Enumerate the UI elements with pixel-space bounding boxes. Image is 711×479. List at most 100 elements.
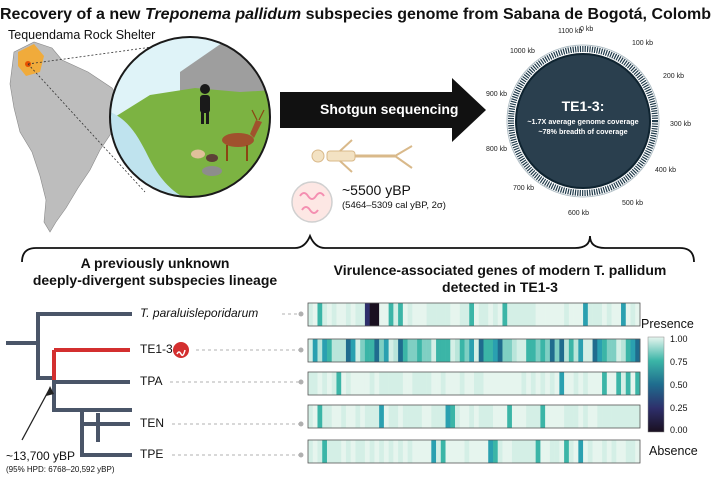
heat-cell	[426, 339, 432, 362]
heat-row-frame	[307, 371, 641, 396]
heat-cell	[545, 339, 551, 362]
heat-cell	[421, 440, 427, 463]
heat-cell	[530, 372, 536, 395]
kb-label: 400 kb	[655, 167, 677, 174]
heat-cell	[322, 440, 328, 463]
heat-cell	[578, 303, 584, 326]
heat-cell	[398, 339, 404, 362]
heat-cell	[621, 405, 627, 428]
node-age: ~13,700 yBP	[6, 449, 76, 463]
heat-cell	[336, 372, 342, 395]
heat-cell	[469, 339, 475, 362]
heat-cell	[388, 405, 394, 428]
scale-tick: 1.00	[670, 334, 688, 344]
heat-cell	[369, 303, 375, 326]
heat-cell	[407, 303, 413, 326]
heat-cell	[488, 440, 494, 463]
heat-cell	[559, 339, 565, 362]
heat-cell	[488, 303, 494, 326]
heat-cell	[388, 339, 394, 362]
heat-cell	[559, 303, 565, 326]
heat-cell	[312, 440, 318, 463]
heat-cell	[521, 372, 527, 395]
heat-cell	[587, 440, 593, 463]
heat-cell	[635, 440, 641, 463]
heat-cell	[583, 303, 589, 326]
heat-row-frame	[307, 439, 641, 464]
heat-cell	[431, 303, 437, 326]
heat-cell	[526, 405, 532, 428]
heat-cell	[511, 372, 517, 395]
heat-cell	[587, 339, 593, 362]
heat-cell	[440, 339, 446, 362]
heat-cell	[540, 339, 546, 362]
heat-cell	[521, 405, 527, 428]
heat-cell	[635, 339, 641, 362]
heat-cell	[530, 405, 536, 428]
heat-cell	[402, 372, 408, 395]
heat-cell	[573, 303, 579, 326]
heat-cell	[602, 372, 608, 395]
heat-cell	[364, 339, 370, 362]
heat-cell	[545, 405, 551, 428]
heat-cell	[369, 440, 375, 463]
heat-cell	[440, 372, 446, 395]
heat-cell	[559, 372, 565, 395]
heat-cell	[616, 372, 622, 395]
heat-cell	[431, 405, 437, 428]
heat-cell	[383, 405, 389, 428]
heat-cell	[592, 440, 598, 463]
heat-cell	[502, 339, 508, 362]
heat-cell	[635, 303, 641, 326]
heat-cell	[336, 339, 342, 362]
heat-cell	[317, 339, 323, 362]
heat-cell	[507, 372, 513, 395]
heat-cell	[421, 405, 427, 428]
heat-cell	[621, 339, 627, 362]
heat-cell	[497, 372, 503, 395]
heat-cell	[412, 339, 418, 362]
heat-cell	[554, 303, 560, 326]
south-america-map	[9, 41, 125, 233]
kb-label: 800 kb	[486, 146, 508, 153]
heat-cell	[459, 440, 465, 463]
heat-cell	[464, 372, 470, 395]
heat-cell	[625, 339, 631, 362]
heat-cell	[587, 372, 593, 395]
heat-cell	[364, 372, 370, 395]
scale-tick: 0.00	[670, 425, 688, 435]
heat-cell	[606, 405, 612, 428]
heat-cell	[606, 339, 612, 362]
heat-cell	[478, 303, 484, 326]
heat-cell	[445, 440, 451, 463]
heat-cell	[611, 303, 617, 326]
heat-cell	[535, 405, 541, 428]
figure-title: Recovery of a new Treponema pallidum sub…	[0, 6, 711, 23]
heat-cell	[331, 303, 337, 326]
heat-cell	[573, 440, 579, 463]
heat-cell	[464, 339, 470, 362]
heat-cell	[355, 405, 361, 428]
heat-cell	[625, 372, 631, 395]
colombia-region	[18, 44, 44, 76]
heat-cell	[369, 405, 375, 428]
heat-cell	[412, 405, 418, 428]
heat-cell	[455, 303, 461, 326]
heat-cell	[331, 440, 337, 463]
heat-cell	[611, 440, 617, 463]
heat-cell	[364, 440, 370, 463]
kb-label: 300 kb	[670, 121, 692, 128]
heat-cell	[374, 405, 380, 428]
kb-label: 500 kb	[622, 200, 644, 207]
heat-cell	[455, 405, 461, 428]
heat-cell	[455, 339, 461, 362]
heat-cell	[412, 303, 418, 326]
heat-cell	[583, 405, 589, 428]
heat-cell	[417, 372, 423, 395]
heat-cell	[445, 339, 451, 362]
kb-label: 200 kb	[663, 73, 685, 80]
heat-cell	[393, 303, 399, 326]
heat-cell	[592, 372, 598, 395]
heat-cell	[379, 303, 385, 326]
